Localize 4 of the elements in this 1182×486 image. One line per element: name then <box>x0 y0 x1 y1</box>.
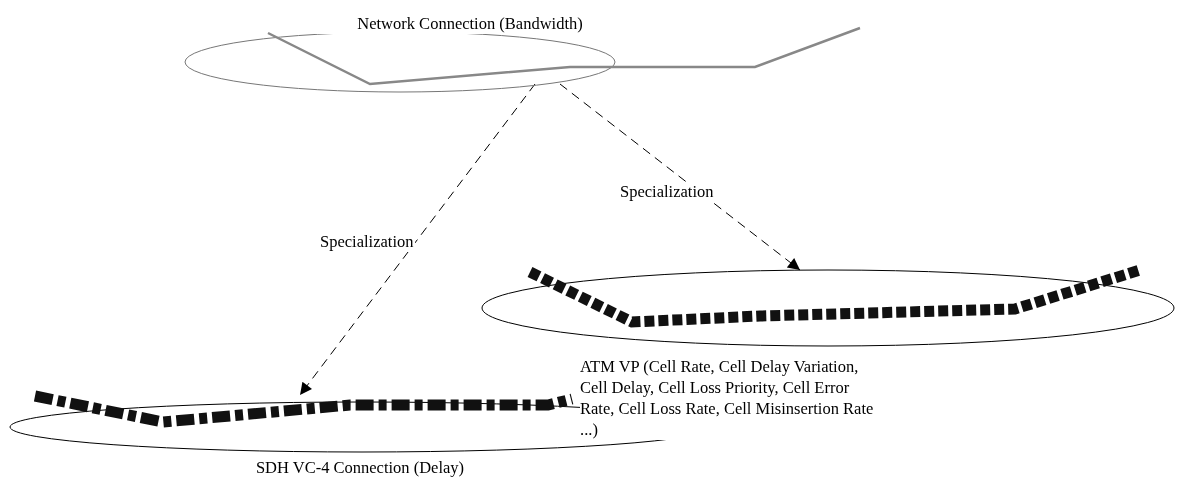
edge-label: Specialization <box>618 182 716 202</box>
dashed-arrow <box>299 83 536 396</box>
edge-label: Specialization <box>318 232 416 252</box>
dashed-arrow <box>559 83 801 271</box>
